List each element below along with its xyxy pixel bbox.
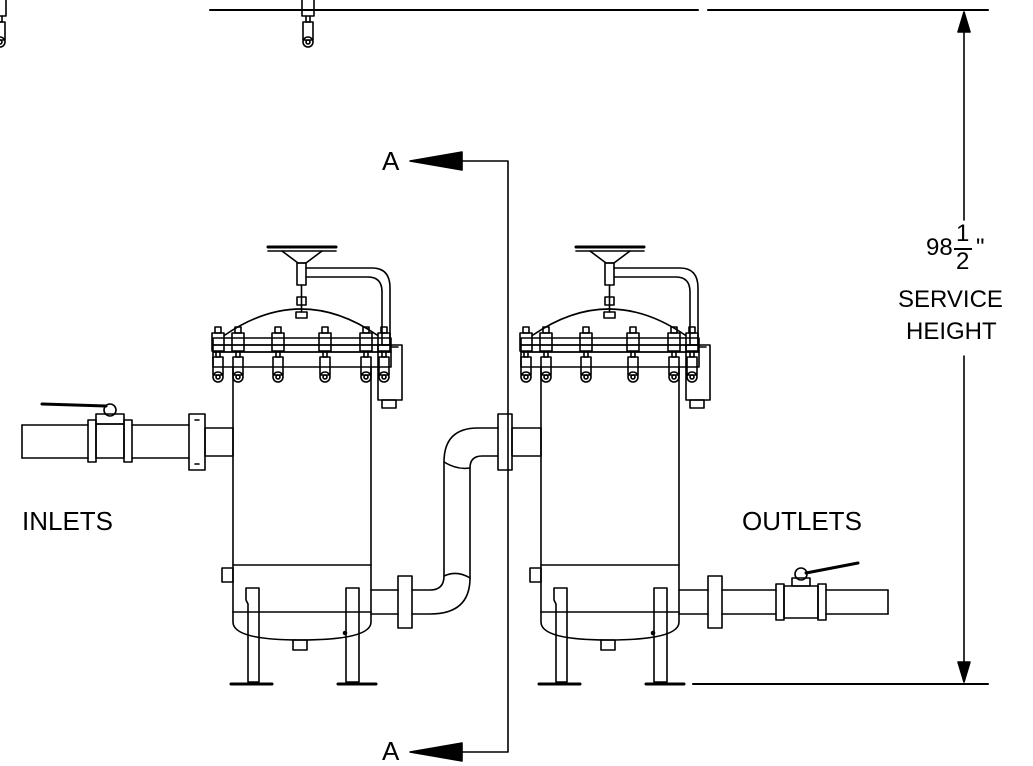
section-marker-bottom: A: [382, 736, 400, 766]
dimension-whole: 98: [926, 234, 953, 261]
section-marker-top: A: [382, 146, 400, 176]
dimension-denominator: 2: [956, 248, 970, 275]
inlets-label: INLETS: [22, 506, 114, 536]
dimension-numerator: 1: [956, 220, 970, 247]
fraction-bar: [954, 248, 972, 250]
height-label: HEIGHT: [906, 318, 997, 345]
service-label: SERVICE: [898, 286, 1003, 313]
outlets-label: OUTLETS: [742, 506, 862, 536]
dimension-value: 98 1 2 ": [926, 222, 1006, 274]
dimension-unit: ": [976, 234, 985, 261]
